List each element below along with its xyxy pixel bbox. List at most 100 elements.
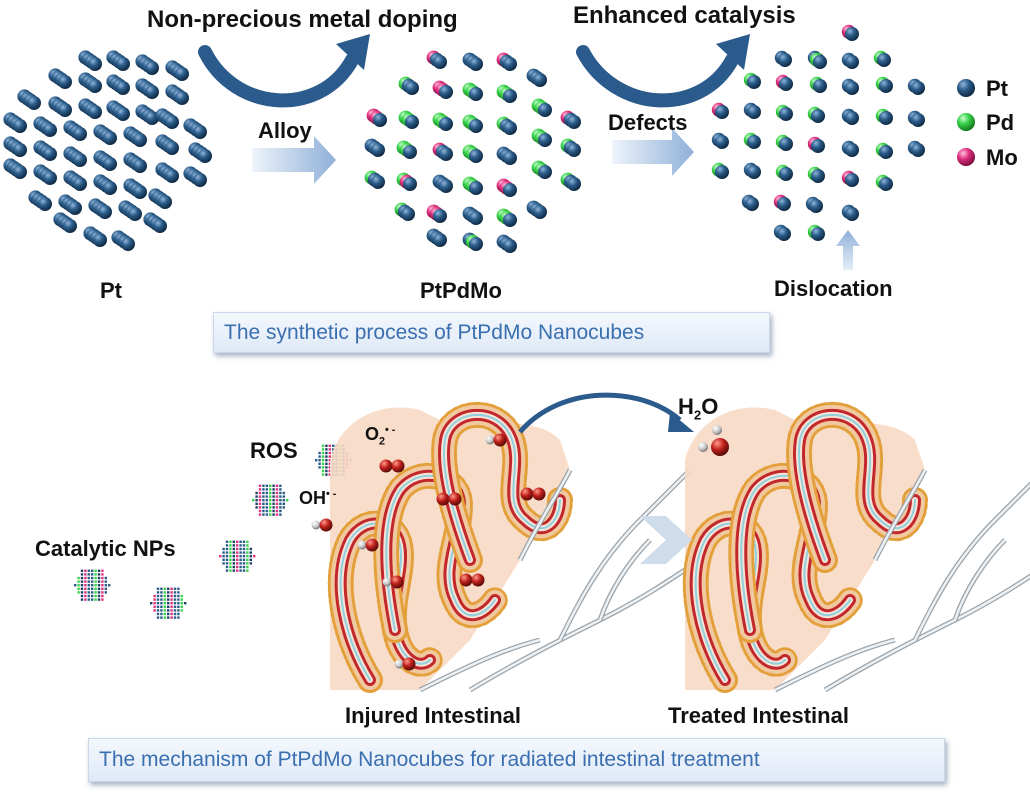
atom bbox=[811, 227, 825, 241]
np-dot bbox=[328, 451, 331, 455]
np-dot bbox=[321, 462, 325, 465]
atom bbox=[503, 151, 517, 165]
atom bbox=[165, 141, 179, 155]
atom bbox=[43, 171, 57, 185]
villus-lacteal bbox=[443, 413, 561, 561]
np-dot bbox=[101, 598, 104, 601]
np-dot bbox=[269, 509, 272, 513]
atom bbox=[116, 107, 130, 121]
np-dot bbox=[91, 573, 94, 576]
np-dot bbox=[239, 547, 242, 551]
np-dot bbox=[275, 499, 279, 502]
atom-column bbox=[809, 76, 827, 93]
atom bbox=[58, 75, 72, 89]
oxygen-atom bbox=[365, 538, 379, 552]
atom-column bbox=[78, 50, 102, 71]
atom bbox=[845, 27, 859, 41]
atom-column bbox=[111, 230, 135, 251]
np-dot bbox=[229, 558, 232, 561]
np-dot bbox=[242, 544, 246, 547]
oh-molecule bbox=[485, 433, 507, 447]
atom bbox=[503, 239, 517, 253]
hydrogen-atom bbox=[394, 659, 404, 669]
treated-intestine-illustration bbox=[682, 401, 1030, 693]
atom bbox=[38, 197, 52, 211]
np-dot bbox=[222, 555, 225, 558]
np-dot bbox=[269, 506, 272, 509]
np-dot bbox=[91, 594, 94, 598]
np-dot bbox=[258, 484, 262, 487]
atom-column bbox=[496, 116, 517, 135]
np-dot bbox=[77, 576, 80, 580]
atom-column bbox=[773, 194, 791, 211]
atom bbox=[845, 111, 859, 125]
np-dot bbox=[160, 587, 163, 590]
atom bbox=[779, 77, 793, 91]
np-dot bbox=[265, 502, 268, 505]
np-dot bbox=[262, 499, 265, 502]
np-dot bbox=[87, 594, 90, 598]
np-dot bbox=[229, 547, 232, 551]
np-dot bbox=[269, 488, 272, 491]
alloy-arrow bbox=[252, 136, 336, 184]
np-dot bbox=[225, 555, 229, 558]
np-dot bbox=[262, 488, 265, 491]
np-dot bbox=[94, 569, 97, 572]
np-dot bbox=[160, 605, 163, 608]
np-dot bbox=[246, 565, 249, 569]
atom-column bbox=[33, 116, 57, 137]
atom-column bbox=[123, 126, 147, 147]
atom bbox=[153, 219, 167, 233]
atom-column bbox=[93, 150, 117, 171]
atom bbox=[439, 85, 453, 99]
atom-column bbox=[496, 234, 517, 253]
np-dot bbox=[242, 555, 246, 558]
np-dot bbox=[321, 469, 325, 473]
np-dot bbox=[229, 544, 232, 547]
atom bbox=[165, 169, 179, 183]
np-dot bbox=[236, 547, 239, 551]
defects-label: Defects bbox=[608, 110, 688, 135]
atom-column bbox=[775, 164, 793, 181]
atom bbox=[116, 57, 130, 71]
atom-column bbox=[48, 96, 72, 117]
np-dot bbox=[225, 562, 229, 565]
np-dot bbox=[177, 612, 180, 616]
np-dot bbox=[265, 509, 268, 513]
atom bbox=[879, 111, 893, 125]
atom bbox=[845, 81, 859, 95]
np-dot bbox=[279, 491, 282, 495]
np-dot bbox=[246, 562, 249, 565]
atom-column bbox=[711, 162, 729, 179]
atom-column bbox=[775, 104, 793, 121]
np-dot bbox=[279, 484, 282, 487]
np-dot bbox=[170, 605, 173, 608]
atom-column bbox=[462, 206, 483, 225]
atom-column bbox=[807, 136, 825, 153]
blood-vessel-lumen bbox=[953, 539, 1006, 621]
atom bbox=[538, 103, 552, 117]
np-dot bbox=[318, 466, 321, 469]
np-dot bbox=[328, 455, 331, 458]
atom bbox=[88, 79, 102, 93]
np-dot bbox=[246, 555, 249, 558]
atom bbox=[13, 165, 27, 179]
np-dot bbox=[262, 506, 265, 509]
atom bbox=[469, 237, 483, 251]
np-dot bbox=[94, 584, 97, 587]
np-dot bbox=[180, 602, 183, 605]
np-dot bbox=[246, 544, 249, 547]
np-dot bbox=[177, 602, 180, 605]
atom-column bbox=[188, 142, 212, 163]
oxygen-atom bbox=[448, 492, 462, 506]
atom bbox=[98, 205, 112, 219]
catalysis-caption: Enhanced catalysis bbox=[573, 2, 796, 29]
atom-column bbox=[807, 106, 825, 123]
villus-lacteal bbox=[798, 413, 916, 561]
np-dot bbox=[232, 540, 235, 543]
atom-column bbox=[148, 188, 172, 209]
atom bbox=[133, 185, 147, 199]
hydrogen-atom bbox=[382, 577, 392, 587]
np-dot bbox=[156, 594, 160, 598]
np-dot bbox=[225, 569, 229, 572]
